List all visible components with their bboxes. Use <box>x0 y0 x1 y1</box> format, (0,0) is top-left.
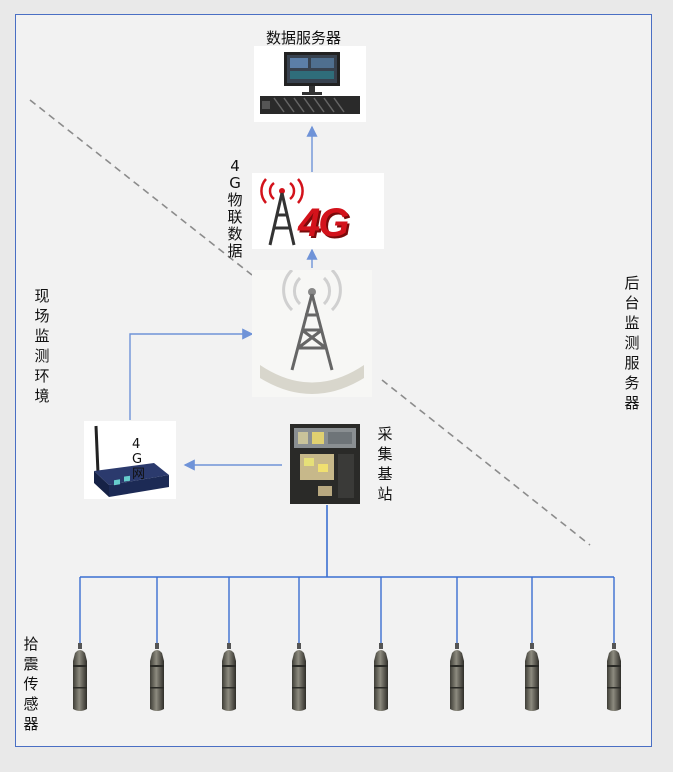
sensor-icon <box>290 643 308 713</box>
logo-4g-text: 4G <box>298 201 349 245</box>
sensor-icon <box>523 643 541 713</box>
data-server-label: 数据服务器 <box>266 29 342 47</box>
control-cabinet-icon <box>294 428 356 498</box>
gateway-image: 4G网 <box>84 421 176 499</box>
gateway-label: 4G网 <box>132 437 146 482</box>
broadcast-tower-icon <box>260 268 364 394</box>
separator-dashed-upper <box>29 99 253 276</box>
base-station-label: 采集基站 <box>377 425 393 503</box>
sensor-icon <box>605 643 623 713</box>
antenna-4g-icon <box>260 178 304 246</box>
backend-label: 后台监测服务器 <box>624 274 640 412</box>
data-server-image <box>254 46 366 122</box>
separator-dashed-lower <box>381 379 591 546</box>
logo-4g-image: 4G <box>252 173 384 249</box>
field-env-label: 现场监测环境 <box>34 287 50 405</box>
arrow-gateway-to-tower <box>129 328 254 420</box>
tower-image <box>252 268 372 397</box>
sensor-icon <box>71 643 89 713</box>
sensor-icon <box>220 643 238 713</box>
iot-4g-label: 4G物联数据 <box>227 157 243 260</box>
sensor-icon <box>448 643 466 713</box>
base-station-image <box>290 424 360 504</box>
server-monitor-icon <box>260 52 360 114</box>
router-icon <box>94 425 169 497</box>
sensors-label: 拾震传感器 <box>23 635 39 733</box>
sensor-icon <box>372 643 390 713</box>
sensor-icon <box>148 643 166 713</box>
